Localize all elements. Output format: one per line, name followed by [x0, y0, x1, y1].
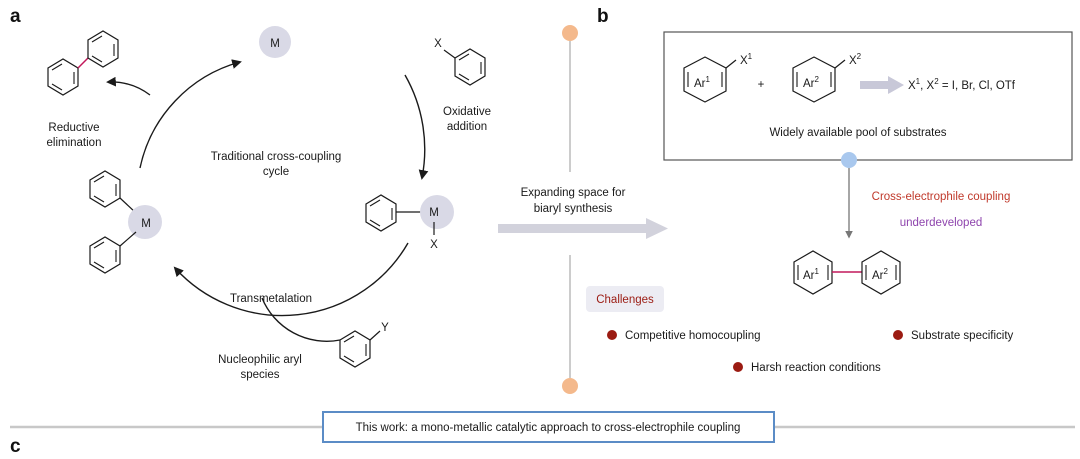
ar1-product-label: Ar1	[803, 267, 820, 282]
ar2-product-label: Ar2	[872, 267, 889, 282]
ar2-label: Ar2	[803, 75, 820, 90]
metal-label-right: M	[429, 207, 439, 219]
cross-electrophile-label: Cross-electrophile coupling	[872, 191, 1011, 203]
expanding-label-2: biaryl synthesis	[534, 203, 613, 215]
reductive-label-2: elimination	[47, 137, 102, 149]
ar2-substrate: Ar2 X2	[792, 52, 862, 103]
orange-dot-top	[562, 25, 578, 41]
challenge-item: Substrate specificity	[911, 330, 1014, 342]
aryl-halide: X	[434, 38, 486, 86]
pool-caption: Widely available pool of substrates	[769, 127, 946, 139]
expanding-label-1: Expanding space for	[521, 187, 626, 199]
transmetalation-label: Transmetalation	[230, 293, 312, 305]
diaryl-metal-intermediate: M	[89, 170, 162, 274]
plus-sign: +	[758, 79, 765, 91]
metal-label-left: M	[141, 218, 151, 230]
biaryl-product	[47, 30, 119, 96]
center-divider	[562, 25, 578, 394]
halide-x-label: X	[434, 38, 442, 50]
cycle-title-2: cycle	[263, 166, 289, 178]
underdeveloped-label: underdeveloped	[900, 217, 983, 229]
expanding-arrow	[498, 218, 668, 239]
catalytic-cycle	[106, 59, 429, 342]
challenge-bullet	[733, 362, 743, 372]
metal-top: M	[259, 26, 291, 58]
oxidative-label-1: Oxidative	[443, 106, 491, 118]
cycle-title-1: Traditional cross-coupling	[211, 151, 342, 163]
transmetalation-arc	[173, 242, 409, 317]
challenges-badge: Challenges	[586, 286, 664, 312]
panel-letter-a: a	[10, 6, 21, 27]
challenges-title: Challenges	[596, 294, 654, 306]
oxidative-addition-arrow	[404, 74, 429, 180]
challenge-list: Competitive homocoupling Substrate speci…	[607, 330, 1014, 374]
orange-dot-bottom	[562, 378, 578, 394]
oxidative-label-2: addition	[447, 121, 487, 133]
x2-label: X2	[849, 52, 862, 67]
this-work-label: This work: a mono-metallic catalytic app…	[356, 422, 741, 434]
blue-dot	[841, 152, 857, 168]
metal-label: M	[270, 38, 280, 50]
nucleophile-y-label: Y	[381, 322, 389, 334]
challenge-bullet	[607, 330, 617, 340]
challenge-bullet	[893, 330, 903, 340]
x-list-label: X1, X2 = I, Br, Cl, OTf	[908, 77, 1016, 92]
nucleophilic-aryl: Y	[339, 322, 389, 368]
nucleophile-incoming-arrow	[261, 297, 341, 342]
panel-letter-b: b	[597, 6, 609, 27]
reductive-elimination-arrow	[106, 76, 151, 96]
panel-letter-c: c	[10, 436, 21, 457]
challenge-item: Competitive homocoupling	[625, 330, 761, 342]
box-arrow	[860, 76, 904, 94]
substrate-box	[663, 31, 1073, 161]
cycle-arc-top-left	[139, 59, 242, 169]
ar1-label: Ar1	[694, 75, 711, 90]
nucleophilic-label-2: species	[241, 369, 280, 381]
challenge-item: Harsh reaction conditions	[751, 362, 881, 374]
biaryl-target: Ar1 Ar2	[793, 250, 901, 295]
ar1-substrate: Ar1 X1	[683, 52, 753, 103]
metal-disc	[259, 26, 291, 58]
reductive-label-1: Reductive	[48, 122, 99, 134]
nucleophilic-label-1: Nucleophilic aryl	[218, 354, 302, 366]
halide-x-on-metal: X	[430, 239, 438, 251]
this-work-box	[322, 411, 775, 443]
oxidative-intermediate: M X	[365, 194, 454, 251]
x1-label: X1	[740, 52, 753, 67]
